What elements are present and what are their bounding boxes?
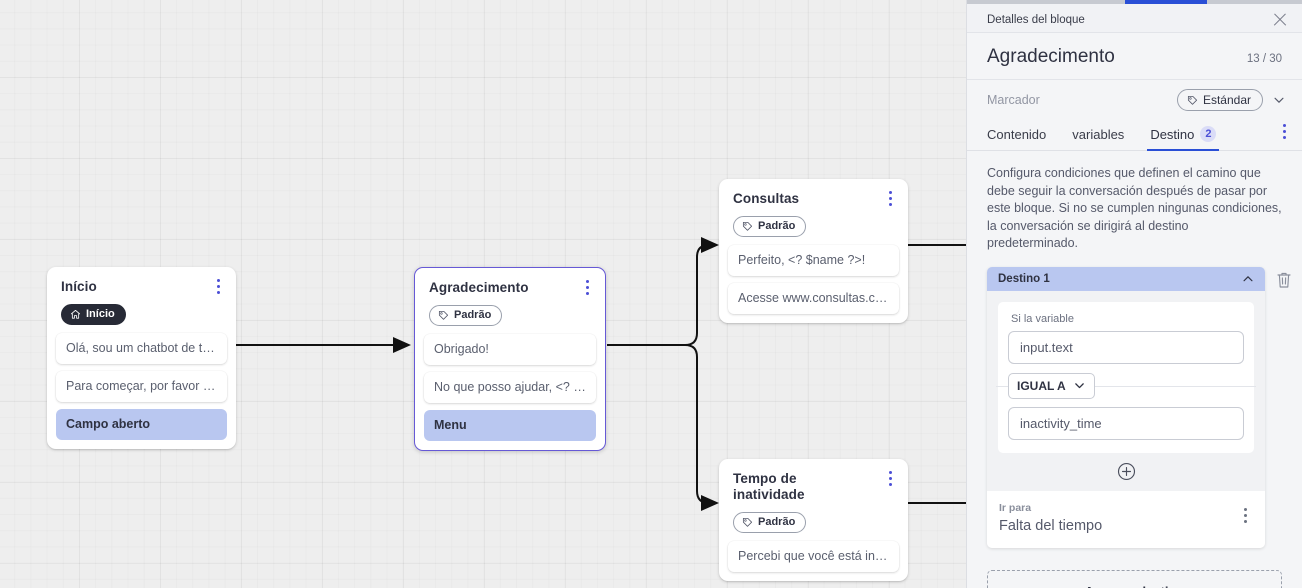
chevron-down-icon[interactable] [1272,93,1286,107]
node-tag-label: Padrão [758,516,796,528]
node-header: Consultas Padrão [719,179,908,237]
flow-node-agradecimento[interactable]: Agradecimento Padrão Obrigado! No que po… [414,267,606,451]
node-header: Início Início [47,267,236,325]
destination-wrapper: Destino 1 Si la variable input.text IGUA… [987,266,1291,548]
flow-node-inatividade[interactable]: Tempo de inatividade Padrão Percebi que … [719,459,908,581]
node-message[interactable]: Obrigado! [424,334,596,365]
node-tag-label: Padrão [454,309,492,321]
home-icon [70,309,81,319]
add-destination-button[interactable]: Agregar destino [987,569,1282,588]
goto-box[interactable]: Ir para Falta del tiempo [987,490,1265,548]
node-menu-icon[interactable] [882,469,898,487]
node-header: Tempo de inatividade Padrão [719,459,908,533]
tab-destino[interactable]: Destino 2 [1147,126,1220,151]
panel-header-title: Detalles del bloque [987,14,1085,26]
add-condition-row [987,453,1265,491]
node-header: Agradecimento Padrão [415,268,605,326]
panel-header: Detalles del bloque [967,4,1302,33]
node-menu-icon[interactable] [882,189,898,207]
block-details-panel: Detalles del bloque Agradecimento 13 / 3… [966,0,1302,588]
flow-node-consultas[interactable]: Consultas Padrão Perfeito, <? $name ?>! … [719,179,908,323]
panel-tabs: Contenido variables Destino 2 [967,120,1302,151]
chevron-down-icon [1074,383,1084,389]
operator-label: IGUAL A [1017,378,1066,393]
goto-value: Falta del tiempo [999,517,1103,534]
tag-icon [742,221,753,231]
marker-value-pill[interactable]: Estándar [1176,89,1263,111]
node-message[interactable]: Percebi que você está inativo. C... [728,541,899,572]
destination-description: Configura condiciones que definen el cam… [987,166,1282,250]
page-title: Agradecimento [987,46,1115,67]
destination-header[interactable]: Destino 1 [987,266,1265,291]
flow-node-inicio[interactable]: Início Início Olá, sou um chatbot de tes… [47,267,236,449]
node-message[interactable]: Para começar, por favor digite o ... [56,371,227,402]
flow-edges [236,237,968,511]
progress-bar-fill [1125,0,1207,4]
marker-row: Marcador Estándar [967,80,1302,120]
goto-label: Ir para [999,501,1032,514]
node-title: Consultas [733,191,800,206]
tag-icon [742,517,753,527]
tab-contenido[interactable]: Contenido [987,127,1046,150]
node-message[interactable]: No que posso ajudar, <? $name ... [424,372,596,403]
compare-value-input[interactable]: inactivity_time [1008,406,1244,440]
node-message-highlighted[interactable]: Campo aberto [56,409,227,440]
tab-variables[interactable]: variables [1072,127,1124,150]
flow-canvas[interactable]: Início Início Olá, sou um chatbot de tes… [0,0,968,588]
plus-circle-icon[interactable] [1117,462,1136,481]
condition-box: Si la variable input.text IGUAL A inacti… [996,301,1256,453]
tab-label: Contenido [987,127,1047,142]
node-title: Início [61,279,97,294]
node-tag-label: Início [86,308,115,320]
tab-label: Destino [1150,126,1195,142]
trash-icon[interactable] [1276,271,1292,289]
node-body: Obrigado! No que posso ajudar, <? $name … [415,326,605,441]
goto-menu-icon[interactable] [1237,507,1253,525]
node-message-highlighted[interactable]: Menu [424,410,596,441]
chevron-up-icon[interactable] [1241,272,1255,286]
tab-badge: 2 [1200,126,1217,142]
destination-title: Destino 1 [998,272,1050,285]
node-menu-icon[interactable] [579,278,595,296]
node-body: Percebi que você está inativo. C... [719,533,908,572]
node-tag-default[interactable]: Padrão [733,512,807,533]
tag-icon [1187,95,1198,105]
node-title: Agradecimento [429,280,529,295]
tag-icon [438,310,449,320]
node-menu-icon[interactable] [210,277,226,295]
node-tag-label: Padrão [758,220,796,232]
tab-label: variables [1072,127,1125,142]
node-message[interactable]: Acesse www.consultas.com par... [728,283,899,314]
panel-overflow-menu-icon[interactable] [1276,122,1292,140]
marker-value-label: Estándar [1202,93,1251,107]
char-counter: 13 / 30 [1246,53,1282,65]
node-message[interactable]: Olá, sou um chatbot de teste! [56,333,227,364]
node-tag-default[interactable]: Padrão [429,305,503,326]
operator-select[interactable]: IGUAL A [1008,372,1095,399]
condition-label: Si la variable [1011,312,1074,325]
close-icon[interactable] [1270,10,1290,30]
node-body: Perfeito, <? $name ?>! Acesse www.consul… [719,237,908,314]
node-message[interactable]: Perfeito, <? $name ?>! [728,245,899,276]
panel-title-row: Agradecimento 13 / 30 [967,33,1302,80]
operator-row: IGUAL A [996,372,1256,399]
destination-card: Destino 1 Si la variable input.text IGUA… [987,266,1265,548]
marker-label: Marcador [987,93,1040,107]
node-tag-default[interactable]: Padrão [733,216,807,237]
variable-input[interactable]: input.text [1008,330,1244,364]
node-title: Tempo de inatividade [733,471,805,502]
progress-bar [967,0,1302,4]
node-body: Olá, sou um chatbot de teste! Para começ… [47,325,236,440]
node-tag-start[interactable]: Início [61,304,126,325]
